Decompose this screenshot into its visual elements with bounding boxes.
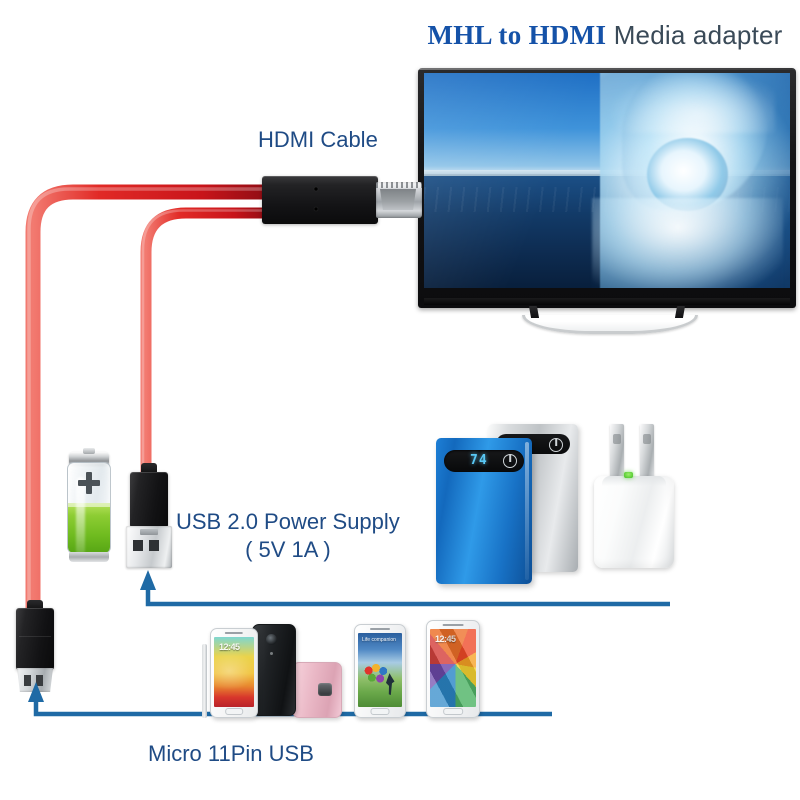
phone-group-galaxy: Life companion 12:45 — [352, 620, 492, 720]
usb-plug-tip — [126, 526, 172, 568]
usb-housing — [130, 472, 168, 528]
earpiece-speaker — [224, 632, 244, 634]
screen-wave-spray — [607, 73, 776, 134]
phone-galaxy-s4-screen: Life companion — [358, 633, 402, 707]
battery-plus-icon — [78, 472, 100, 494]
label-usb-power: USB 2.0 Power Supply ( 5V 1A ) — [176, 508, 400, 563]
label-micro-usb: Micro 11Pin USB — [148, 741, 314, 766]
stylus-pen — [202, 644, 207, 718]
phone-note-black — [252, 624, 296, 716]
usb-a-connector — [126, 463, 172, 568]
battery-gloss — [76, 477, 85, 553]
micro-strain-relief — [27, 600, 43, 611]
person-silhouette — [386, 673, 395, 696]
phone-note-white-screen: 12:45 — [214, 637, 254, 707]
power-bank-blue: 74 — [436, 438, 532, 584]
battery-base — [69, 552, 109, 562]
power-icon — [503, 454, 517, 468]
tv-chin — [424, 298, 790, 305]
screen-wave-foam — [592, 197, 783, 288]
tv-device — [418, 68, 796, 334]
hdmi-plug-tip — [376, 182, 422, 218]
micro-usb-housing — [16, 608, 54, 670]
tv-base-arc — [522, 315, 698, 334]
balloons-graphic — [364, 664, 390, 687]
charger-prong-right — [640, 424, 654, 482]
phone-galaxy-s5-screen: 12:45 — [430, 629, 476, 707]
battery-fill-level — [68, 502, 110, 553]
tv-screen — [424, 73, 790, 288]
tv-stand — [522, 306, 698, 334]
usb-cable-line — [140, 207, 274, 482]
power-icon — [549, 438, 563, 452]
earpiece-speaker — [370, 628, 390, 630]
label-hdmi-cable: HDMI Cable — [258, 127, 378, 152]
phone-galaxy-s4-tagline: Life companion — [362, 637, 396, 643]
battery-icon — [64, 448, 114, 562]
home-button — [225, 708, 243, 715]
phone-note-pink — [292, 662, 342, 718]
title-brand: MHL to HDMI — [427, 20, 607, 50]
usb-cable-highlight — [141, 209, 267, 475]
tv-bezel — [418, 68, 796, 308]
charger-led-icon — [624, 472, 633, 478]
hdmi-screw-icon — [314, 187, 318, 191]
phone-group-note: 12:45 — [196, 618, 348, 720]
hdmi-screw-icon — [314, 207, 318, 211]
label-usb-power-spec: ( 5V 1A ) — [245, 536, 331, 562]
arrow-power-head-icon — [140, 570, 156, 590]
home-button — [443, 708, 463, 715]
power-bank-blue-value: 74 — [470, 453, 488, 468]
charger-body — [594, 476, 674, 568]
phone-galaxy-s4: Life companion — [354, 624, 406, 718]
title-rest: Media adapter — [606, 20, 783, 50]
hdmi-housing — [262, 176, 378, 224]
battery-cap — [69, 448, 109, 465]
micro-usb-plug-tip — [17, 668, 53, 692]
phone-note-white: 12:45 — [210, 628, 258, 718]
phone-note-white-clock: 12:45 — [219, 642, 240, 652]
page-title: MHL to HDMI Media adapter — [420, 22, 790, 49]
charger-prong-left — [610, 424, 624, 482]
earpiece-speaker — [442, 624, 464, 626]
phone-galaxy-s5-clock: 12:45 — [435, 634, 456, 644]
micro-usb-connector — [12, 600, 62, 698]
arrow-power-path — [145, 588, 670, 607]
hdmi-connector — [262, 176, 422, 224]
wall-charger — [588, 424, 680, 574]
home-button — [370, 708, 390, 715]
label-usb-power-main: USB 2.0 Power Supply — [176, 509, 400, 534]
power-bank-group: 74 — [436, 424, 586, 584]
phone-galaxy-s5: 12:45 — [426, 620, 480, 718]
power-bank-blue-display: 74 — [444, 450, 524, 472]
